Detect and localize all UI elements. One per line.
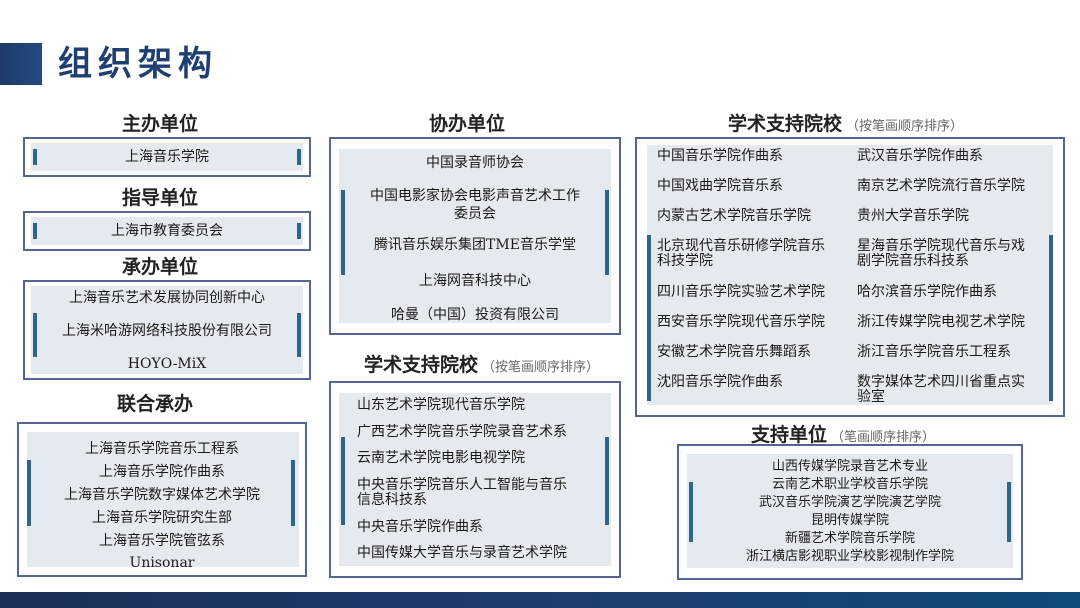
joint-item: 上海音乐学院作曲系 (99, 464, 225, 480)
academic-mid-item: 广西艺术学院音乐学院录音艺术系 (357, 424, 567, 440)
support-box: 山西传媒学院录音艺术专业 云南艺术职业学校音乐学院 武汉音乐学院演艺学院演艺学院… (677, 444, 1023, 580)
support-box-fill (687, 454, 1013, 568)
academic-right-col2-item: 浙江传媒学院电视艺术学院 (857, 314, 1025, 330)
host-box-fill (31, 143, 303, 171)
co-organizer-heading: 协办单位 (429, 113, 506, 135)
guidance-item: 上海市教育委员会 (111, 223, 223, 239)
academic-right-heading: 学术支持院校（按笔画顺序排序） (728, 112, 963, 139)
academic-mid-item: 中央音乐学院音乐人工智能与音乐 (357, 477, 567, 493)
support-item: 新疆艺术学院音乐学院 (784, 531, 915, 546)
left-accent-bar (33, 149, 37, 165)
host-item: 上海音乐学院 (125, 149, 209, 165)
co-organizer-item: 腾讯音乐娱乐集团TME音乐学堂 (374, 237, 576, 253)
left-accent-bar (647, 235, 651, 401)
joint-box: 上海音乐学院音乐工程系 上海音乐学院作曲系 上海音乐学院数字媒体艺术学院 上海音… (17, 422, 307, 577)
joint-item: Unisonar (129, 555, 195, 571)
organizer-heading: 承办单位 (122, 256, 199, 278)
host-heading: 主办单位 (122, 113, 199, 135)
academic-right-col2-item: 浙江音乐学院音乐工程系 (857, 344, 1011, 360)
academic-right-col2-item: 南京艺术学院流行音乐学院 (857, 178, 1025, 194)
academic-right-col1-item: 四川音乐学院实验艺术学院 (657, 284, 825, 300)
academic-mid-box-fill (339, 393, 611, 566)
joint-item: 上海音乐学院音乐工程系 (85, 441, 239, 457)
page-title: 组织架构 (58, 44, 218, 84)
academic-mid-item: 信息科技系 (357, 492, 427, 508)
academic-mid-item: 中国传媒大学音乐与录音艺术学院 (357, 545, 567, 561)
left-accent-bar (27, 460, 31, 526)
support-note: （笔画顺序排序） (831, 430, 936, 445)
joint-item: 上海音乐学院数字媒体艺术学院 (64, 487, 260, 503)
co-organizer-item: 中国电影家协会电影声音艺术工作 (370, 188, 580, 204)
footer-band (0, 592, 1080, 608)
academic-mid-heading-text: 学术支持院校 (364, 354, 479, 376)
right-accent-bar (291, 460, 295, 526)
academic-right-heading-text: 学术支持院校 (728, 113, 843, 135)
support-item: 昆明传媒学院 (810, 513, 889, 528)
academic-mid-item: 云南艺术学院电影电视学院 (357, 450, 525, 466)
organizer-box-fill (31, 286, 303, 374)
academic-right-col1-item: 中国戏曲学院音乐系 (657, 178, 783, 194)
right-accent-bar (1007, 482, 1011, 542)
left-accent-bar (341, 190, 345, 275)
co-organizer-box-fill (339, 149, 611, 323)
academic-right-col2-item: 剧学院音乐科技系 (857, 253, 969, 269)
academic-right-col1-item: 科技学院 (657, 253, 713, 269)
academic-right-col2-item: 星海音乐学院现代音乐与戏 (857, 238, 1025, 254)
academic-right-box: 中国音乐学院作曲系 中国戏曲学院音乐系 内蒙古艺术学院音乐学院 北京现代音乐研修… (635, 137, 1065, 417)
co-organizer-item: 哈曼（中国）投资有限公司 (391, 307, 559, 323)
academic-mid-heading: 学术支持院校（按笔画顺序排序） (364, 353, 599, 380)
guidance-heading: 指导单位 (122, 187, 199, 209)
left-accent-bar (33, 313, 37, 357)
joint-item: 上海音乐学院研究生部 (92, 510, 232, 526)
joint-box-fill (27, 432, 299, 567)
academic-right-col1-item: 安徽艺术学院音乐舞蹈系 (657, 344, 811, 360)
left-accent-bar (341, 437, 345, 525)
guidance-box: 上海市教育委员会 (23, 211, 311, 251)
support-heading-text: 支持单位 (751, 424, 828, 446)
academic-mid-note: （按笔画顺序排序） (482, 360, 600, 375)
organizer-item: 上海米哈游网络科技股份有限公司 (62, 323, 272, 339)
academic-right-col1-item: 内蒙古艺术学院音乐学院 (657, 208, 811, 224)
co-organizer-item: 委员会 (454, 206, 496, 222)
right-accent-bar (605, 190, 609, 275)
co-organizer-item: 上海网音科技中心 (419, 273, 531, 289)
academic-right-col1-item: 北京现代音乐研修学院音乐 (657, 238, 825, 254)
co-organizer-box: 中国录音师协会 中国电影家协会电影声音艺术工作 委员会 腾讯音乐娱乐集团TME音… (329, 137, 621, 335)
right-accent-bar (297, 223, 301, 239)
host-box: 上海音乐学院 (23, 137, 311, 177)
right-accent-bar (1049, 235, 1053, 401)
support-item: 山西传媒学院录音艺术专业 (771, 459, 928, 474)
academic-right-col1-item: 中国音乐学院作曲系 (657, 148, 783, 164)
joint-item: 上海音乐学院管弦系 (99, 533, 225, 549)
academic-mid-box: 山东艺术学院现代音乐学院 广西艺术学院音乐学院录音艺术系 云南艺术学院电影电视学… (329, 381, 621, 578)
support-item: 武汉音乐学院演艺学院演艺学院 (758, 495, 941, 510)
right-accent-bar (605, 437, 609, 525)
organizer-item: HOYO-MiX (127, 356, 207, 372)
academic-right-col2-item: 数字媒体艺术四川省重点实 (857, 374, 1025, 390)
academic-right-col2-item: 验室 (857, 389, 885, 405)
academic-right-note: （按笔画顺序排序） (846, 119, 964, 134)
title-accent-block (0, 43, 42, 85)
support-item: 云南艺术职业学校音乐学院 (771, 477, 928, 492)
left-accent-bar (689, 482, 693, 542)
academic-mid-item: 中央音乐学院作曲系 (357, 519, 483, 535)
guidance-box-fill (31, 217, 303, 245)
academic-right-col2-item: 武汉音乐学院作曲系 (857, 148, 983, 164)
right-accent-bar (297, 149, 301, 165)
right-accent-bar (297, 313, 301, 357)
academic-mid-item: 山东艺术学院现代音乐学院 (357, 397, 525, 413)
support-heading: 支持单位（笔画顺序排序） (751, 423, 935, 450)
academic-right-col2-item: 贵州大学音乐学院 (857, 208, 969, 224)
organizer-box: 上海音乐艺术发展协同创新中心 上海米哈游网络科技股份有限公司 HOYO-MiX (23, 280, 311, 380)
academic-right-col2-item: 哈尔滨音乐学院作曲系 (857, 284, 997, 300)
co-organizer-item: 中国录音师协会 (426, 155, 524, 171)
support-item: 浙江横店影视职业学校影视制作学院 (745, 549, 954, 564)
left-accent-bar (33, 223, 37, 239)
academic-right-col1-item: 沈阳音乐学院作曲系 (657, 374, 783, 390)
joint-heading: 联合承办 (117, 393, 194, 415)
academic-right-box-fill (647, 145, 1053, 405)
academic-right-col1-item: 西安音乐学院现代音乐学院 (657, 314, 825, 330)
organizer-item: 上海音乐艺术发展协同创新中心 (69, 290, 265, 306)
